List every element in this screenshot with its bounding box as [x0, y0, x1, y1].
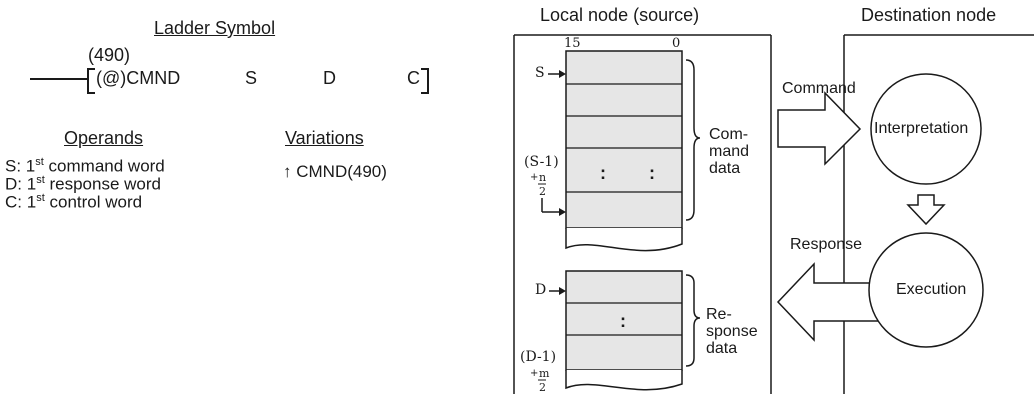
variations-title: Variations: [285, 128, 364, 148]
d-end-label: (D-1): [520, 349, 557, 365]
n-numerator: n: [539, 171, 547, 184]
command-arrow-shape: [777, 91, 862, 166]
command-data-brace: [685, 59, 701, 221]
plus-sign: +: [530, 172, 539, 183]
operand-row-s: S: 1st command word: [5, 156, 165, 176]
bit-0-label: 0: [672, 36, 681, 51]
m-numerator: m: [539, 367, 550, 380]
ladder-right-bracket: [421, 68, 429, 94]
interpretation-label: Interpretation: [874, 120, 969, 137]
response-arrow-shape: [776, 262, 883, 342]
response-data-brace: [685, 274, 701, 367]
d-label: D: [535, 282, 547, 298]
operand-s-symbol: S: [245, 68, 258, 88]
response-arrow-label: Response: [790, 236, 863, 253]
continuation-dots: :: [620, 311, 626, 331]
response-word-table: [565, 270, 683, 391]
n-denominator: 2: [539, 185, 546, 198]
bit-15-label: 15: [564, 36, 581, 51]
variation-entry: ↑ CMND(490): [283, 162, 387, 181]
m-denominator: 2: [539, 381, 546, 394]
plus-sign: +: [530, 368, 539, 379]
d-pointer-arrow: [549, 287, 566, 295]
s-end-pointer-arrow: [541, 198, 566, 216]
response-data-label: Re- sponse data: [706, 306, 758, 357]
ladder-symbol-title: Ladder Symbol: [154, 18, 276, 38]
operand-c-symbol: C: [407, 68, 420, 88]
down-arrow-shape: [906, 194, 946, 226]
s-end-label: (S-1): [524, 154, 559, 170]
operand-row-d: D: 1st response word: [5, 174, 161, 194]
execution-circle: [868, 232, 984, 348]
continuation-dots: :: [600, 163, 606, 183]
command-arrow-label: Command: [782, 80, 856, 97]
operands-title: Operands: [64, 128, 144, 148]
command-data-label: Com- mand data: [709, 126, 750, 177]
local-node-title: Local node (source): [540, 5, 700, 25]
s-pointer-arrow: [548, 70, 566, 78]
continuation-dots: :: [649, 163, 655, 183]
command-word-table: [565, 50, 683, 252]
instruction-mnemonic: (@)CMND: [96, 68, 181, 88]
operand-d-symbol: D: [323, 68, 336, 88]
s-label: S: [535, 65, 545, 81]
interpretation-circle: [870, 73, 982, 185]
operand-row-c: C: 1st control word: [5, 192, 143, 212]
destination-node-title: Destination node: [861, 5, 997, 25]
ladder-rung-line: [30, 78, 87, 80]
instruction-code: (490): [88, 45, 131, 65]
ladder-left-bracket: [87, 68, 95, 94]
execution-label: Execution: [896, 281, 967, 298]
